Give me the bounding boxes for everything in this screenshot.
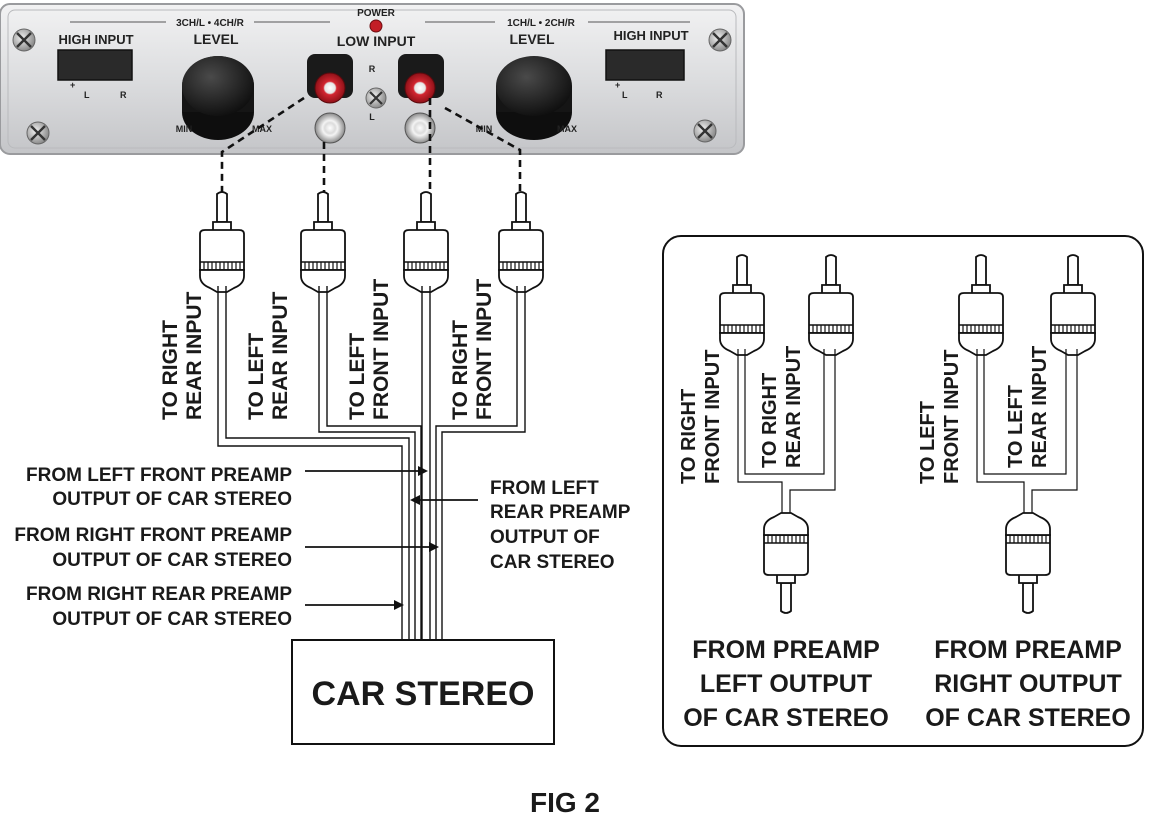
caption-line: RIGHT OUTPUT xyxy=(934,670,1122,698)
left-level-label: LEVEL xyxy=(193,31,239,47)
connector-label-left-front: TO LEFT FRONT INPUT xyxy=(346,279,393,420)
label-line: OUTPUT OF xyxy=(490,527,600,548)
label-line: OUTPUT OF CAR STEREO xyxy=(52,550,292,571)
r-label: R xyxy=(656,90,663,100)
caption-line: FROM PREAMP xyxy=(934,636,1122,664)
label-line: TO LEFT xyxy=(245,333,268,420)
label-line: FROM RIGHT REAR PREAMP xyxy=(26,584,292,605)
label-line: FRONT INPUT xyxy=(370,279,393,420)
power-led-icon xyxy=(369,19,383,33)
left-channel-label: 3CH/L • 4CH/R xyxy=(176,18,245,29)
min-label: MIN xyxy=(476,124,493,134)
rca-jack-white[interactable] xyxy=(314,112,346,144)
max-label: MAX xyxy=(252,124,272,134)
rca-plug-left-rear xyxy=(300,191,346,293)
source-label-left-rear: FROM LEFT REAR PREAMP OUTPUT OF CAR STER… xyxy=(410,478,631,573)
source-label-right-rear: FROM RIGHT REAR PREAMP OUTPUT OF CAR STE… xyxy=(26,584,404,630)
l-label: L xyxy=(622,90,628,100)
label-line: TO RIGHT xyxy=(759,373,781,468)
r-label: R xyxy=(369,64,376,74)
label-line: TO LEFT xyxy=(917,401,939,484)
min-label: MIN xyxy=(176,124,193,134)
plus-label: + xyxy=(615,80,620,90)
figure-caption: FIG 2 xyxy=(530,787,600,818)
label-line: FROM LEFT FRONT PREAMP xyxy=(26,465,292,486)
connector-label-right-rear: TO RIGHT REAR INPUT xyxy=(159,291,206,420)
amplifier-panel: 3CH/L • 4CH/R 1CH/L • 2CH/R POWER HIGH I… xyxy=(0,3,745,155)
label-line: REAR INPUT xyxy=(269,291,292,420)
car-stereo-label: CAR STEREO xyxy=(312,675,535,713)
center-screw-icon xyxy=(365,87,387,109)
right-level-knob[interactable] xyxy=(496,56,572,140)
label-line: FROM LEFT xyxy=(490,478,599,499)
right-high-input-label: HIGH INPUT xyxy=(613,28,688,43)
label-line: FRONT INPUT xyxy=(941,350,963,484)
y-adapter-inset: TO RIGHT FRONT INPUT TO RIGHT REAR INPUT… xyxy=(662,235,1144,747)
caption-line: OF CAR STEREO xyxy=(683,704,889,732)
right-high-input-port[interactable] xyxy=(605,49,685,81)
left-level-knob[interactable] xyxy=(182,56,254,140)
car-stereo-box: CAR STEREO xyxy=(291,639,555,745)
arrow-right-icon xyxy=(418,466,428,476)
right-channel-label: 1CH/L • 2CH/R xyxy=(507,18,576,29)
l-label: L xyxy=(369,112,375,122)
dashed-connection-lines xyxy=(220,96,522,192)
max-label: MAX xyxy=(557,124,577,134)
rca-plug-right-rear xyxy=(199,191,245,293)
label-line: FROM RIGHT FRONT PREAMP xyxy=(14,525,292,546)
label-line: FRONT INPUT xyxy=(702,350,724,484)
caption-line: OF CAR STEREO xyxy=(925,704,1131,732)
l-label: L xyxy=(84,90,90,100)
connector-label-left-rear: TO LEFT REAR INPUT xyxy=(245,291,292,420)
rca-plug-right-front xyxy=(498,191,544,293)
label-line: FRONT INPUT xyxy=(473,279,496,420)
label-line: REAR INPUT xyxy=(783,346,805,468)
r-label: R xyxy=(120,90,127,100)
cable-bundle xyxy=(217,286,526,640)
right-level-label: LEVEL xyxy=(509,31,555,47)
source-label-right-front: FROM RIGHT FRONT PREAMP OUTPUT OF CAR ST… xyxy=(14,525,439,571)
corner-screw-icon xyxy=(12,28,36,52)
label-line: TO RIGHT xyxy=(449,320,472,420)
arrow-left-icon xyxy=(410,495,420,505)
label-line: REAR INPUT xyxy=(1029,346,1051,468)
power-label: POWER xyxy=(357,8,396,19)
caption-line: FROM PREAMP xyxy=(692,636,880,664)
label-line: TO LEFT xyxy=(346,333,369,420)
left-high-input-label: HIGH INPUT xyxy=(58,32,133,47)
arrow-right-icon xyxy=(394,600,404,610)
label-line: TO RIGHT xyxy=(159,320,182,420)
rca-jack-white[interactable] xyxy=(404,112,436,144)
source-label-left-front: FROM LEFT FRONT PREAMP OUTPUT OF CAR STE… xyxy=(26,465,428,510)
plus-label: + xyxy=(70,80,75,90)
corner-screw-icon xyxy=(708,28,732,52)
left-high-input-port[interactable] xyxy=(57,49,133,81)
arrow-right-icon xyxy=(429,542,439,552)
rca-jack-red[interactable] xyxy=(314,72,346,104)
label-line: REAR PREAMP xyxy=(490,502,631,523)
caption-line: LEFT OUTPUT xyxy=(700,670,872,698)
y-adapter-right: TO LEFT FRONT INPUT TO LEFT REAR INPUT F… xyxy=(917,254,1131,732)
label-line: REAR INPUT xyxy=(183,291,206,420)
y-adapter-left: TO RIGHT FRONT INPUT TO RIGHT REAR INPUT… xyxy=(678,254,889,732)
rca-jack-red[interactable] xyxy=(404,72,436,104)
rca-plug-left-front xyxy=(403,191,449,293)
corner-screw-icon xyxy=(693,119,717,143)
label-line: TO RIGHT xyxy=(678,389,700,484)
low-input-label: LOW INPUT xyxy=(337,33,416,49)
label-line: OUTPUT OF CAR STEREO xyxy=(52,489,292,510)
corner-screw-icon xyxy=(26,121,50,145)
label-line: TO LEFT xyxy=(1005,385,1027,468)
label-line: OUTPUT OF CAR STEREO xyxy=(52,609,292,630)
connector-label-right-front: TO RIGHT FRONT INPUT xyxy=(449,279,496,420)
label-line: CAR STEREO xyxy=(490,552,615,573)
